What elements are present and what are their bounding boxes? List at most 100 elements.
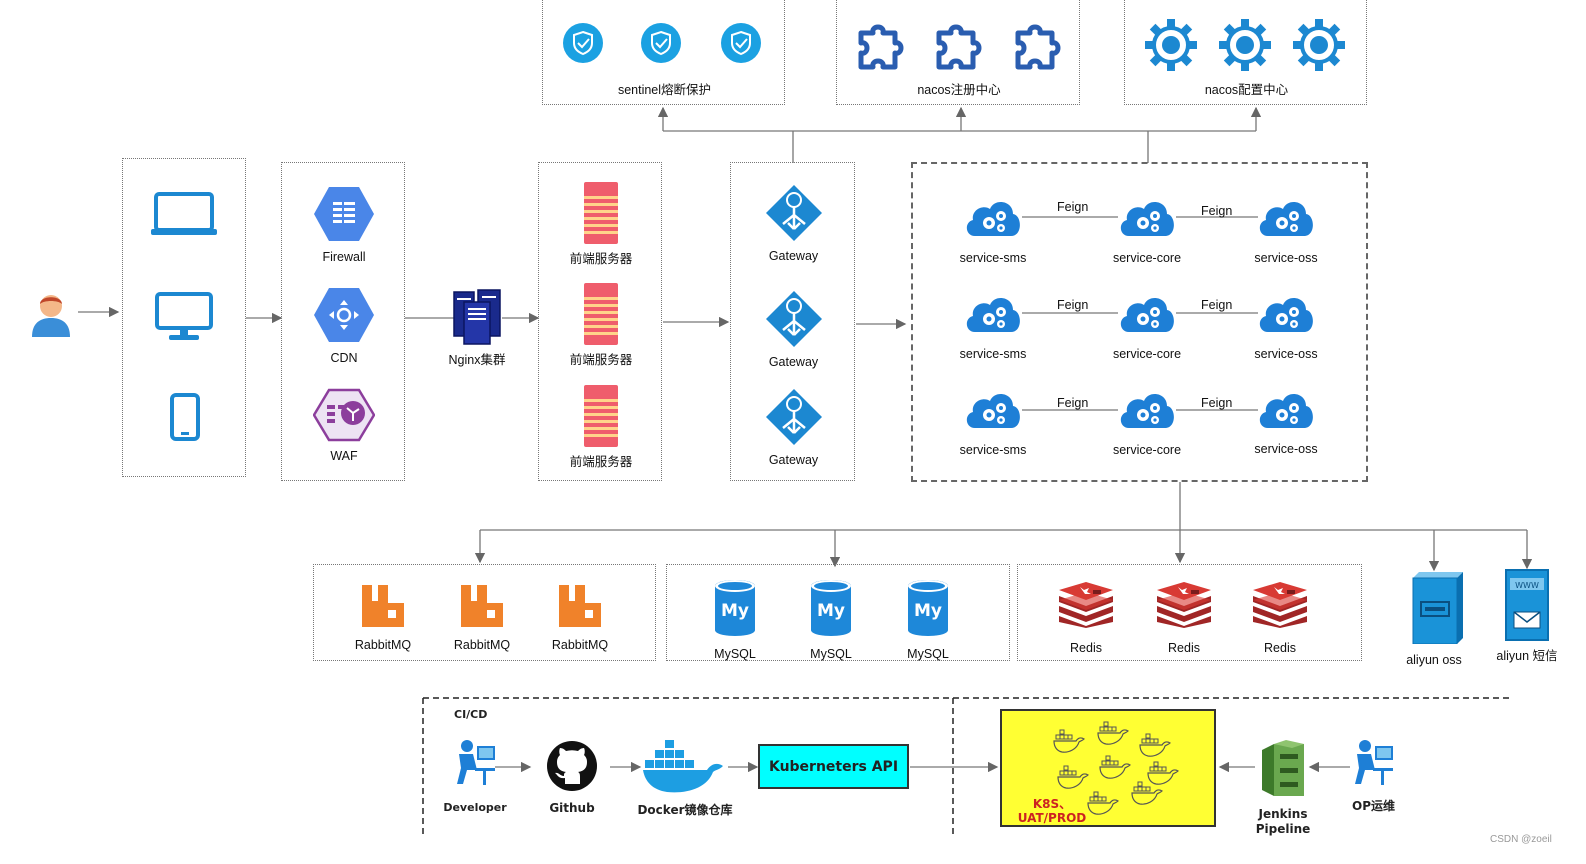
laptop-icon	[151, 191, 217, 242]
sms-server-icon: WWW	[1504, 568, 1550, 647]
feign-label: Feign	[1201, 204, 1233, 218]
firewall-icon	[313, 185, 375, 248]
feign-label: Feign	[1057, 200, 1089, 214]
docker-icon	[643, 738, 727, 799]
gateway-label: Gateway	[768, 453, 819, 467]
puzzle-icon	[933, 17, 989, 78]
cloud-service-icon	[1256, 288, 1316, 341]
monitor-icon	[154, 292, 214, 347]
gear-icon	[1143, 17, 1199, 78]
k8s-env-label: K8S、UAT/PROD	[1017, 797, 1087, 825]
kubernetes-api-box: Kuberneters API	[758, 744, 909, 789]
cloud-service-icon	[1256, 384, 1316, 437]
rabbitmq-label: RabbitMQ	[354, 638, 412, 652]
redis-group	[1017, 564, 1362, 661]
feign-label: Feign	[1057, 396, 1089, 410]
gateway-icon	[764, 289, 824, 354]
mysql-label: MySQL	[714, 647, 756, 661]
gateway-label: Gateway	[768, 249, 819, 263]
frontend-server-label: 前端服务器	[569, 252, 633, 266]
gear-icon	[1217, 17, 1273, 78]
cloud-service-icon	[963, 384, 1023, 437]
edge-group: Firewall CDN WAF	[281, 162, 405, 481]
feign-label: Feign	[1057, 298, 1089, 312]
service-oss-label: service-oss	[1254, 251, 1318, 265]
rabbitmq-label: RabbitMQ	[453, 638, 511, 652]
developer-icon	[453, 738, 497, 795]
ops-label: OP运维	[1352, 799, 1395, 813]
waf-icon	[312, 388, 376, 447]
redis-label: Redis	[1264, 641, 1296, 655]
github-label: Github	[549, 801, 595, 815]
mysql-label: MySQL	[907, 647, 949, 661]
nacos-config-label: nacos配置中心	[1204, 83, 1289, 97]
service-sms-label: service-sms	[959, 347, 1027, 361]
docker-registry-label: Docker镜像仓库	[637, 803, 733, 817]
waf-label: WAF	[330, 449, 358, 463]
service-sms-label: service-sms	[959, 251, 1027, 265]
cloud-service-icon	[963, 288, 1023, 341]
service-core-label: service-core	[1112, 347, 1182, 361]
server-icon	[583, 384, 619, 453]
rabbitmq-group	[313, 564, 656, 661]
cicd-title: CI/CD	[454, 708, 488, 721]
mysql-icon: My	[906, 578, 950, 643]
shield-icon	[721, 23, 761, 68]
server-cluster-icon	[452, 288, 502, 351]
developer-label: Developer	[443, 801, 507, 814]
nacos-registry-label: nacos注册中心	[917, 83, 1001, 97]
cdn-icon	[313, 286, 375, 349]
puzzle-icon	[855, 17, 911, 78]
rabbitmq-label: RabbitMQ	[551, 638, 609, 652]
svg-text:My: My	[721, 601, 749, 621]
watermark: CSDN @zoeil	[1490, 834, 1552, 845]
jenkins-pipeline-icon	[1260, 740, 1306, 805]
gateway-icon	[764, 183, 824, 248]
mysql-group	[666, 564, 1010, 661]
feign-label: Feign	[1201, 298, 1233, 312]
redis-icon	[1057, 582, 1115, 633]
frontend-server-label: 前端服务器	[569, 353, 633, 367]
devices-group	[122, 158, 246, 477]
server-icon	[583, 181, 619, 250]
gateway-icon	[764, 387, 824, 452]
service-oss-label: service-oss	[1254, 442, 1318, 456]
user-icon	[30, 291, 72, 342]
server-icon	[583, 282, 619, 351]
cloud-service-icon	[1117, 192, 1177, 245]
gateway-label: Gateway	[768, 355, 819, 369]
rabbitmq-icon	[557, 583, 603, 634]
ops-engineer-icon	[1351, 738, 1395, 795]
mysql-icon: My	[809, 578, 853, 643]
svg-text:My: My	[817, 601, 845, 621]
service-core-label: service-core	[1112, 443, 1182, 457]
redis-icon	[1155, 582, 1213, 633]
cdn-label: CDN	[330, 351, 358, 365]
nginx-label: Nginx集群	[448, 353, 506, 367]
cloud-service-icon	[1117, 384, 1177, 437]
redis-icon	[1251, 582, 1309, 633]
frontend-group: 前端服务器 前端服务器 前端服务器	[538, 162, 662, 481]
puzzle-icon	[1012, 17, 1068, 78]
cloud-service-icon	[963, 192, 1023, 245]
sentinel-group: sentinel熔断保护	[542, 0, 785, 105]
mysql-icon: My	[713, 578, 757, 643]
service-oss-label: service-oss	[1254, 347, 1318, 361]
shield-icon	[641, 23, 681, 68]
github-icon	[546, 740, 598, 797]
redis-label: Redis	[1070, 641, 1102, 655]
frontend-server-label: 前端服务器	[569, 455, 633, 469]
sentinel-label: sentinel熔断保护	[617, 83, 712, 97]
aliyun-sms-label: aliyun 短信	[1496, 649, 1558, 663]
gear-icon	[1291, 17, 1347, 78]
nacos-registry-group: nacos注册中心	[836, 0, 1080, 105]
feign-label: Feign	[1201, 396, 1233, 410]
cloud-service-icon	[1117, 288, 1177, 341]
rabbitmq-icon	[360, 583, 406, 634]
kubernetes-api-label: Kuberneters API	[768, 758, 899, 775]
nacos-config-group: nacos配置中心	[1124, 0, 1367, 105]
service-sms-label: service-sms	[959, 443, 1027, 457]
k8s-cluster-box: K8S、UAT/PROD	[1000, 709, 1216, 827]
mysql-label: MySQL	[810, 647, 852, 661]
